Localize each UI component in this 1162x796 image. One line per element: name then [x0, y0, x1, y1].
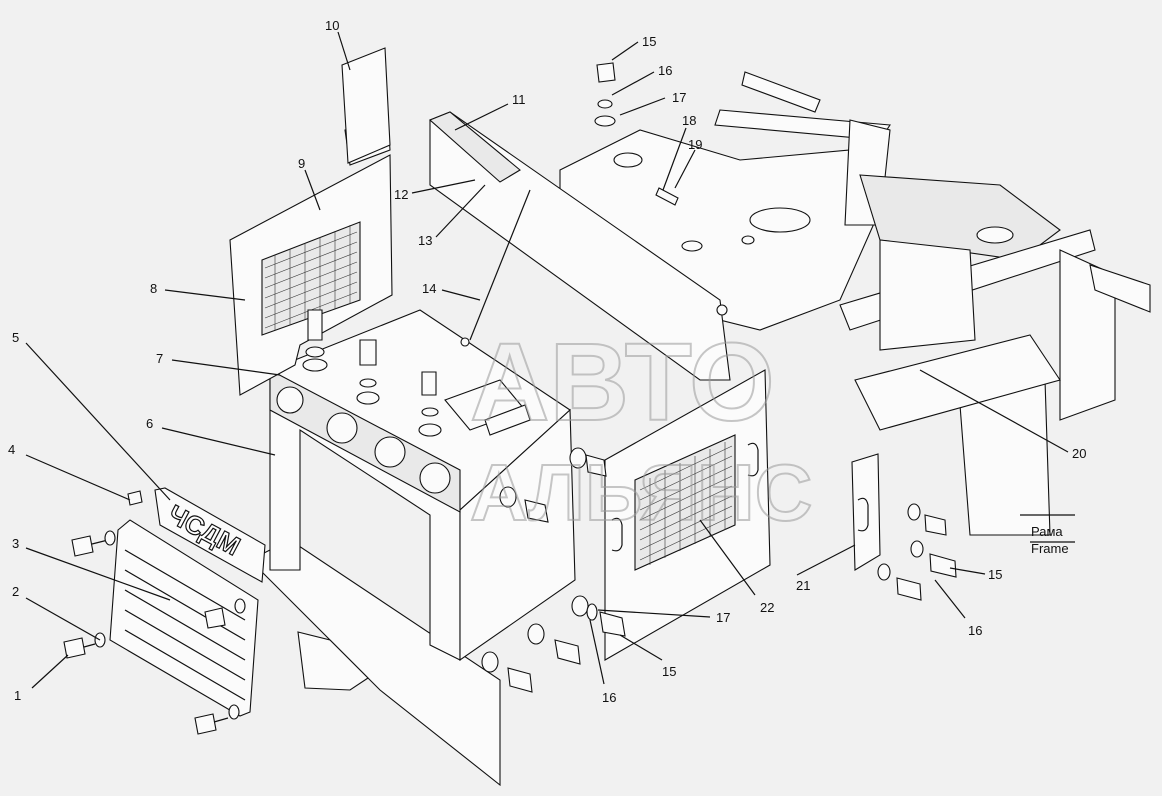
fasteners-top	[302, 62, 679, 437]
callout-17-bottom: 17	[716, 610, 730, 625]
callout-9: 9	[298, 156, 305, 171]
callout-8: 8	[150, 281, 157, 296]
fasteners-bottom	[481, 447, 626, 693]
watermark-line2: АЛЬЯНС	[470, 448, 812, 537]
callout-15-bottom: 15	[662, 664, 676, 679]
callout-10: 10	[325, 18, 339, 33]
leader-lines	[25, 31, 1075, 689]
watermark-line1: АВТО	[470, 321, 775, 444]
callout-12: 12	[394, 187, 408, 202]
hood-11	[428, 111, 731, 381]
callout-14: 14	[422, 281, 436, 296]
callout-7: 7	[156, 351, 163, 366]
callout-13: 13	[418, 233, 432, 248]
callout-19: 19	[688, 137, 702, 152]
cover-10	[341, 47, 391, 164]
callout-6: 6	[146, 416, 153, 431]
callout-11: 11	[512, 92, 526, 107]
callout-2: 2	[12, 584, 19, 599]
callout-1: 1	[14, 688, 21, 703]
fasteners-left	[63, 490, 246, 735]
callout-labels: 1 2 3 4 5 6 7 8 9 10 11 12 13 14 15 16 1…	[8, 18, 1086, 705]
plate-21	[851, 453, 957, 601]
grille-3	[109, 519, 259, 717]
frame-label-en: Frame	[1031, 541, 1069, 556]
callout-5: 5	[12, 330, 19, 345]
frame-label-ru: Рама	[1031, 524, 1063, 539]
main-housing	[268, 309, 576, 662]
callout-17-top: 17	[672, 90, 686, 105]
callout-3: 3	[12, 536, 19, 551]
callout-21: 21	[796, 578, 810, 593]
callout-15-top: 15	[642, 34, 656, 49]
callout-22: 22	[760, 600, 774, 615]
callout-16-bottom: 16	[602, 690, 616, 705]
callout-20: 20	[1072, 446, 1086, 461]
callout-16-right: 16	[968, 623, 982, 638]
bracket	[297, 631, 369, 691]
callout-4: 4	[8, 442, 15, 457]
callout-18: 18	[682, 113, 696, 128]
callout-16-top: 16	[658, 63, 672, 78]
callout-15-right: 15	[988, 567, 1002, 582]
side-panel-22	[604, 369, 771, 661]
